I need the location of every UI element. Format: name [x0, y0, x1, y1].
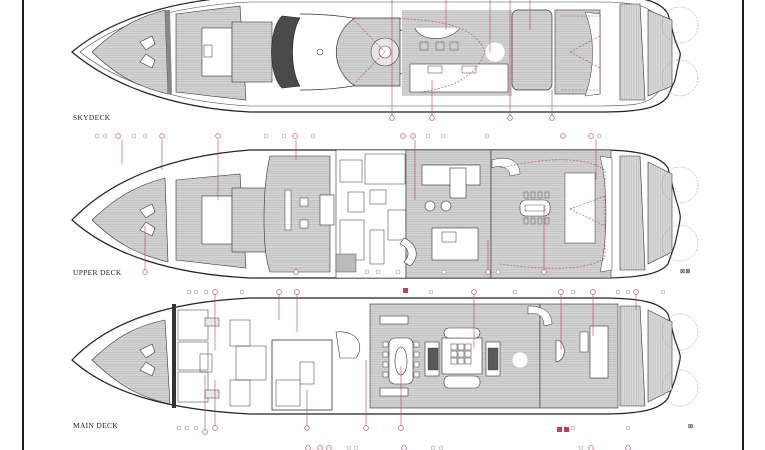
- upper-deck-plan: UPPER DECK ⊠⊠: [0, 140, 765, 280]
- main-deck-plan: MAIN DECK ⊠: [0, 280, 765, 450]
- main-deck-drawing: [71, 288, 699, 450]
- right-border-line: [742, 0, 744, 450]
- left-border-line: [22, 0, 24, 450]
- deck-label-skydeck: SKYDECK: [73, 113, 111, 122]
- legend-marks-main: ⊠: [688, 424, 694, 430]
- deck-label-upper-deck: UPPER DECK: [73, 268, 122, 277]
- skydeck-drawing: [71, 0, 699, 139]
- upper-deck-drawing: [71, 140, 699, 279]
- deck-label-main-deck: MAIN DECK: [73, 421, 118, 430]
- legend-marks-upper: ⊠⊠: [680, 269, 691, 275]
- skydeck-plan: SKYDECK: [0, 0, 765, 140]
